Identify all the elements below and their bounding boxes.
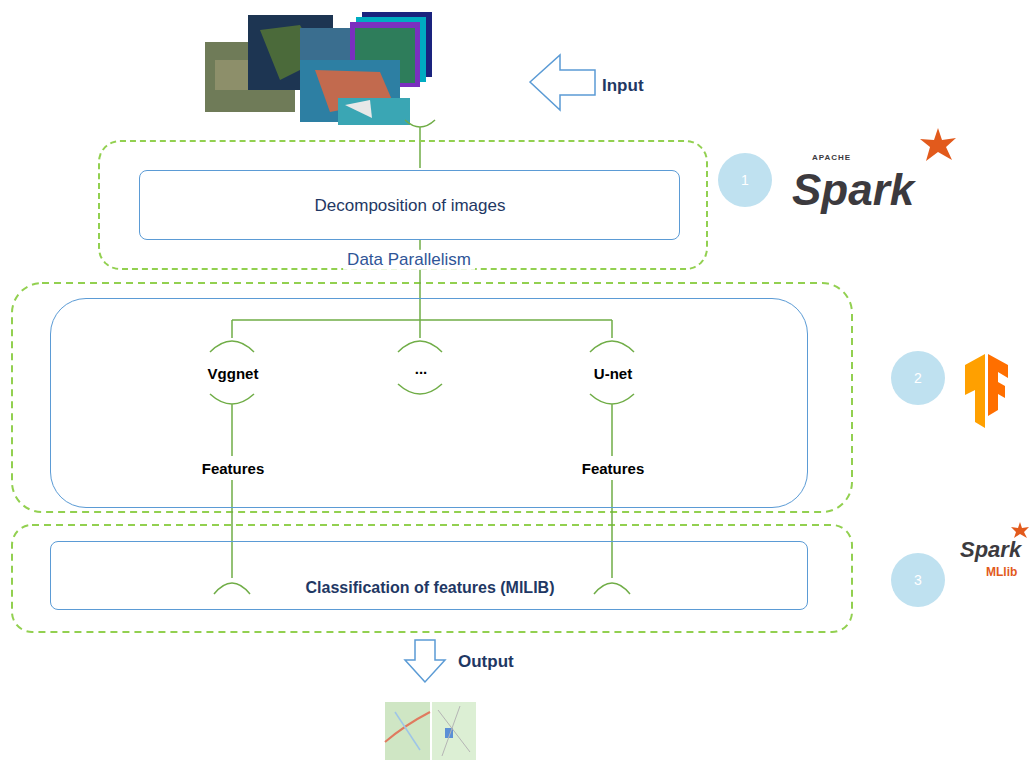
node-text: Features — [202, 460, 265, 478]
node-text: Data Parallelism — [343, 250, 475, 270]
input-arrow — [530, 55, 595, 110]
model-panel: Vggnet... U-netFeatures Features — [50, 298, 808, 508]
branch-wires — [210, 298, 634, 594]
logo-text: Spark — [960, 537, 1021, 563]
input-images — [205, 12, 432, 125]
logo-text: Spark — [792, 164, 914, 217]
step-circle: 1 — [717, 152, 773, 208]
node-text: Decomposition of images — [315, 196, 506, 216]
node-text: Features — [582, 460, 645, 478]
node-text: Classification of features (MlLIB) — [306, 578, 555, 597]
step-circle: 3 — [890, 552, 946, 608]
logo-text: MLlib — [986, 565, 1017, 579]
classification-band — [12, 525, 852, 632]
input-label: Input — [602, 76, 644, 96]
callout-number: 2 — [914, 370, 922, 387]
process-box: Decomposition of images — [139, 170, 680, 240]
output-label: Output — [458, 652, 514, 672]
logo-text: APACHE — [812, 153, 851, 163]
node-text: U-net — [594, 365, 632, 383]
model-band — [12, 283, 852, 512]
output-maps — [385, 702, 476, 760]
step-circle: 2 — [890, 350, 946, 406]
process-box: Classification of features (MlLIB) — [50, 541, 808, 610]
node-text: ... — [415, 360, 428, 378]
input-wire — [405, 120, 435, 168]
stage-band: Data Parallelism Decomposition of images — [98, 140, 708, 270]
mllib-star — [1011, 522, 1029, 538]
spark-star — [920, 128, 956, 161]
connector — [232, 508, 612, 541]
output-arrow — [405, 640, 445, 682]
node-text: Vggnet — [208, 365, 259, 383]
callout-number: 1 — [741, 172, 749, 189]
tensorflow-logo — [965, 354, 1008, 428]
callout-number: 3 — [914, 572, 922, 589]
